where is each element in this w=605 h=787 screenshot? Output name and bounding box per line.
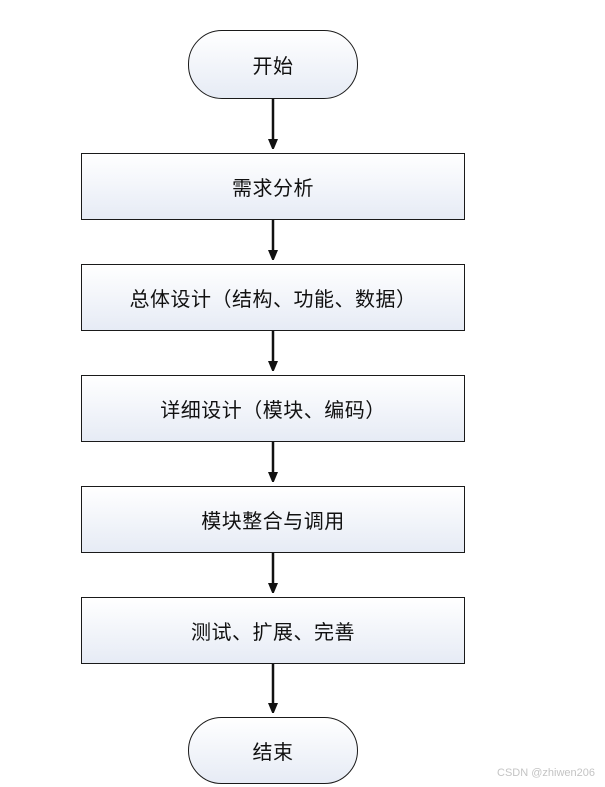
step-requirements-analysis: 需求分析 <box>81 153 465 220</box>
end-node: 结束 <box>188 717 358 784</box>
end-label: 结束 <box>252 740 294 764</box>
step-label: 测试、扩展、完善 <box>191 620 355 644</box>
step-overall-design: 总体设计（结构、功能、数据） <box>81 264 465 331</box>
step-module-integration: 模块整合与调用 <box>81 486 465 553</box>
step-label: 模块整合与调用 <box>201 509 345 533</box>
start-node: 开始 <box>188 30 358 99</box>
start-label: 开始 <box>252 54 294 78</box>
step-detailed-design: 详细设计（模块、编码） <box>81 375 465 442</box>
step-label: 需求分析 <box>232 176 314 200</box>
step-testing-extension: 测试、扩展、完善 <box>81 597 465 664</box>
step-label: 详细设计（模块、编码） <box>160 398 386 422</box>
watermark: CSDN @zhiwen206 <box>497 767 595 779</box>
step-label: 总体设计（结构、功能、数据） <box>129 287 417 311</box>
